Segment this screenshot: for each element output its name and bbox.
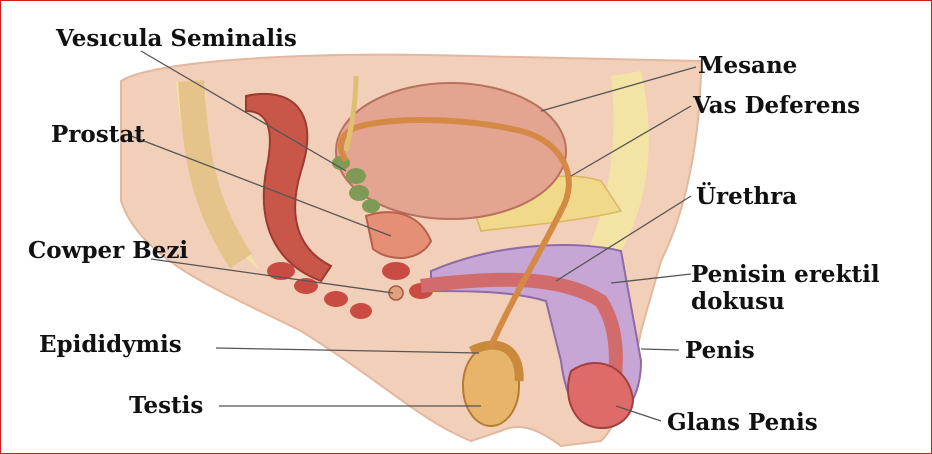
label-testis: Testis [129,394,203,418]
label-vesicula-seminalis: Vesıcula Seminalis [56,27,297,51]
label-cowper-bezi: Cowper Bezi [28,239,188,263]
label-penis: Penis [685,339,755,363]
label-epididymis: Epididymis [39,333,182,357]
bladder [336,83,566,219]
label-urethra: Ürethra [696,185,797,209]
label-erektil-line1: Penisin erektil [691,263,880,287]
label-glans-penis: Glans Penis [667,411,818,435]
label-erektil-line2: dokusu [691,290,785,314]
label-vas-deferens: Vas Deferens [693,94,860,118]
label-mesane: Mesane [698,54,797,78]
label-prostat: Prostat [51,123,145,147]
